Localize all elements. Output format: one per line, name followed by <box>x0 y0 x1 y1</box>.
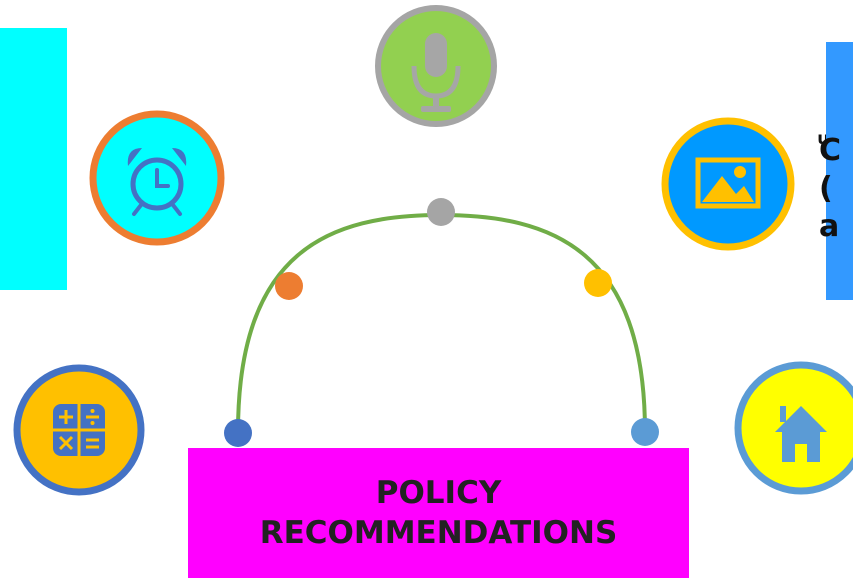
node-left-bottom <box>224 419 252 447</box>
right-box-line-2: ( <box>819 171 833 206</box>
alarm-clock-icon <box>89 110 225 246</box>
home-icon <box>734 361 853 495</box>
right-text-box <box>826 42 853 300</box>
right-box-text: C ( a <box>819 132 841 246</box>
calculator-icon <box>13 364 145 496</box>
right-box-line-3: a <box>819 209 840 244</box>
node-right-mid <box>584 269 612 297</box>
left-text-box <box>0 28 67 290</box>
node-left-mid <box>275 272 303 300</box>
microphone-icon <box>375 5 497 127</box>
right-box-line-1: C <box>819 133 842 168</box>
policy-recommendations-box: POLICY RECOMMENDATIONS <box>188 448 689 578</box>
image-icon <box>661 117 795 251</box>
policy-recommendations-title: POLICY RECOMMENDATIONS <box>259 475 618 551</box>
node-right-bottom <box>631 418 659 446</box>
node-top <box>427 198 455 226</box>
arc-connector <box>236 212 647 433</box>
